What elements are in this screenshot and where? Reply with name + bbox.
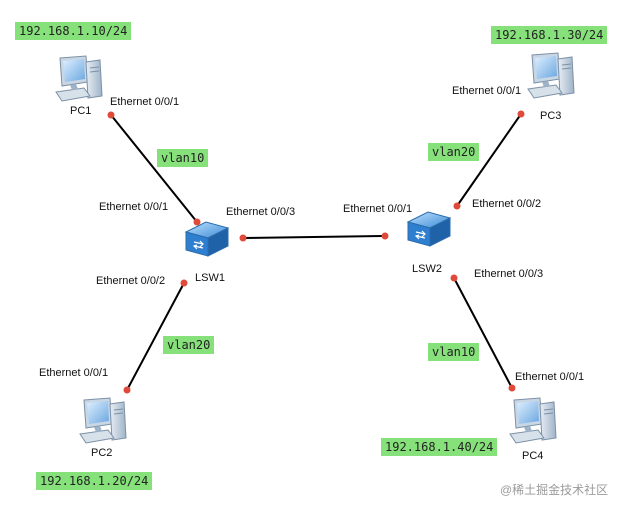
lsw2-switch-icon	[407, 211, 451, 247]
lsw1-port1-label: Ethernet 0/0/1	[99, 201, 169, 213]
port-dot	[180, 279, 188, 287]
vlan-label-pc2-link: vlan20	[163, 336, 215, 354]
port-dots	[107, 110, 525, 394]
port-dot	[193, 218, 201, 226]
pc1-label: PC1	[70, 105, 92, 117]
pc1-ip-label: 192.168.1.10/24	[15, 22, 132, 40]
vlan-label-pc4-link: vlan10	[428, 343, 480, 361]
port-dot	[107, 111, 115, 119]
port-dot	[517, 110, 525, 118]
port-dot	[381, 232, 389, 240]
watermark-text: @稀土掘金技术社区	[500, 483, 609, 497]
lsw2-port3-label: Ethernet 0/0/3	[474, 268, 544, 280]
vlan-label-pc3-link: vlan20	[428, 143, 480, 161]
port-dot	[123, 386, 131, 394]
link-pc2-lsw1	[126, 282, 185, 391]
link-pc1-lsw1	[110, 114, 198, 223]
pc2-label: PC2	[91, 447, 113, 459]
link-lsw1-lsw2	[242, 235, 386, 239]
link-pc4-lsw2	[453, 277, 513, 389]
lsw2-port1-label: Ethernet 0/0/1	[343, 203, 413, 215]
pc4-ip-label: 192.168.1.40/24	[381, 438, 498, 456]
link-pc3-lsw2	[456, 113, 522, 207]
pc2-port-label: Ethernet 0/0/1	[39, 367, 109, 379]
pc3-computer-icon	[527, 52, 575, 99]
pc3-port-label: Ethernet 0/0/1	[452, 85, 522, 97]
lsw1-port2-label: Ethernet 0/0/2	[96, 275, 166, 287]
vlan-label-pc1-link: vlan10	[157, 149, 209, 167]
pc1-port-label: Ethernet 0/0/1	[110, 96, 180, 108]
pc2-computer-icon	[79, 397, 127, 444]
pc4-port-label: Ethernet 0/0/1	[515, 371, 585, 383]
pc4-label: PC4	[522, 450, 544, 462]
port-dot	[239, 234, 247, 242]
lsw2-port2-label: Ethernet 0/0/2	[472, 198, 542, 210]
lsw1-label: LSW1	[195, 272, 225, 284]
pc3-ip-label: 192.168.1.30/24	[491, 26, 608, 44]
lsw1-port3-label: Ethernet 0/0/3	[226, 206, 296, 218]
pc3-label: PC3	[540, 110, 562, 122]
pc1-computer-icon	[55, 55, 103, 102]
pc2-ip-label: 192.168.1.20/24	[36, 472, 153, 490]
port-dot	[450, 274, 458, 282]
lsw2-label: LSW2	[412, 263, 442, 275]
port-dot	[453, 202, 461, 210]
pc4-computer-icon	[509, 397, 557, 444]
lsw1-switch-icon	[185, 221, 229, 257]
port-dot	[508, 384, 516, 392]
